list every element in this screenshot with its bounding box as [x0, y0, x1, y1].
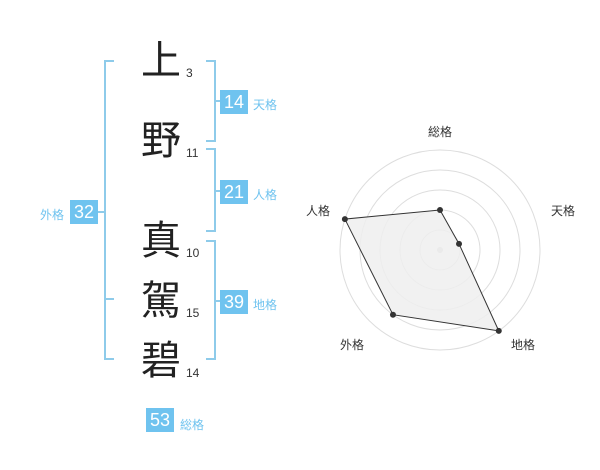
tenkaku-bracket-connector: [214, 100, 220, 102]
stroke-count-2: 11: [186, 146, 199, 160]
radar-point-2: [456, 240, 463, 247]
tenkaku-label: 天格: [253, 98, 278, 112]
gaikaku-bracket-tick: [104, 298, 114, 300]
name-char-5: 碧: [141, 338, 181, 384]
radar-axis-label-1: 総格: [428, 125, 453, 139]
name-char-1: 上: [141, 38, 181, 84]
tenkaku-value-badge: 14: [220, 90, 248, 114]
radar-axis-label-4: 外格: [340, 338, 365, 352]
radar-ring: [339, 149, 541, 351]
stroke-count-1: 3: [186, 66, 193, 80]
radar-point-3: [495, 327, 502, 334]
stroke-count-3: 10: [186, 246, 200, 260]
radar-point-4: [389, 311, 396, 318]
name-char-3: 真: [141, 218, 181, 264]
gaikaku-bracket-connector: [96, 211, 104, 213]
name-char-4: 駕: [141, 278, 181, 324]
jinkaku-label: 人格: [253, 188, 278, 202]
stroke-count-5: 14: [186, 366, 200, 380]
radar-point-5: [341, 216, 348, 223]
radar-axis-label-3: 地格: [511, 338, 536, 352]
name-char-2: 野: [141, 118, 181, 164]
soukaku-value-badge: 53: [146, 408, 174, 432]
radar-point-1: [437, 207, 443, 213]
radar-axis-label-5: 人格: [306, 204, 331, 218]
stroke-count-4: 15: [186, 306, 200, 320]
radar-series-polygon: [344, 209, 500, 332]
chikaku-label: 地格: [253, 298, 278, 312]
jinkaku-bracket-connector: [214, 190, 220, 192]
jinkaku-value-badge: 21: [220, 180, 248, 204]
gaikaku-bracket: [104, 60, 114, 360]
soukaku-label: 総格: [180, 418, 205, 432]
gaikaku-value-badge: 32: [70, 200, 98, 224]
gaikaku-label: 外格: [40, 208, 65, 222]
chikaku-bracket-connector: [214, 300, 220, 302]
radar-axis-label-2: 天格: [551, 204, 576, 218]
chikaku-value-badge: 39: [220, 290, 248, 314]
